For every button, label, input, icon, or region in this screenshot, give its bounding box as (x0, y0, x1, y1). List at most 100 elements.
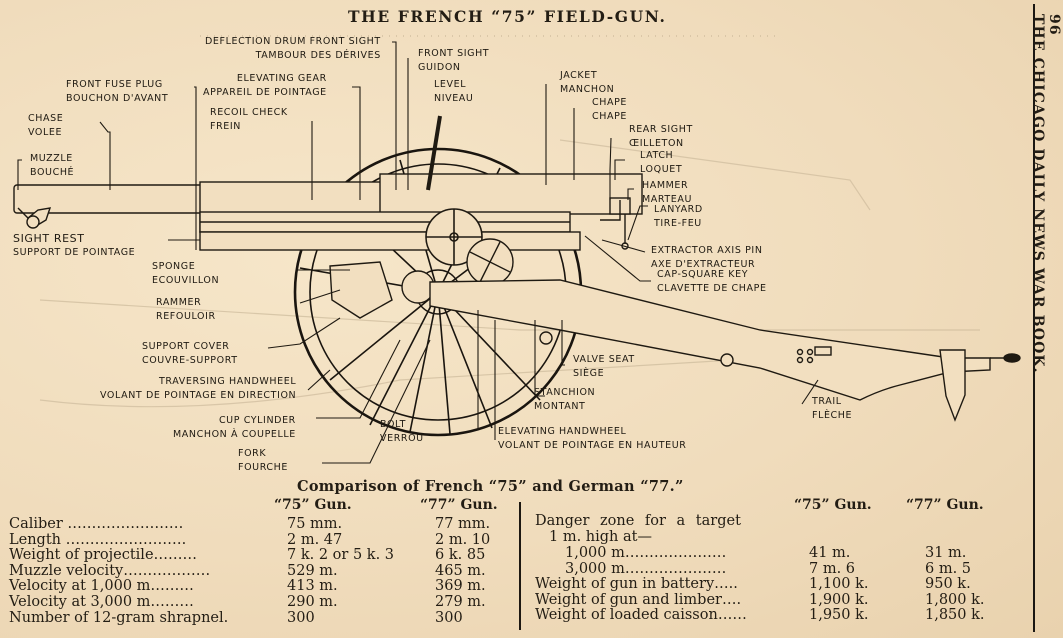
elevating-handwheel (425, 208, 483, 266)
danger-zone-line-2: 1 m. high at— (549, 528, 652, 545)
label-cap-square-key: Cap-square keyClavette de chape (657, 269, 767, 294)
label-level: LevelNiveau (434, 79, 474, 104)
label-trail: TrailFlèche (812, 396, 853, 421)
table-row: Weight of loaded caisson……1,950 k.1,850 … (535, 608, 1015, 624)
value-77: 31 m. (925, 545, 967, 561)
value-75: 1,950 k. (809, 607, 869, 624)
label-jacket: JacketManchon (560, 70, 615, 95)
value-75: 7 k. 2 or 5 k. 3 (287, 547, 395, 564)
leader-lines (17, 41, 819, 464)
sight-rest (17, 207, 52, 229)
table-row: Weight of gun in battery….. 1,100 k. 950 k… (535, 577, 1015, 593)
table-row: Caliber …………………… 75 mm. 77 mm. (9, 516, 514, 533)
label-cup-cylinder: Cup cylinderManchon à coupelle (173, 415, 296, 440)
row-label: Weight of gun and limber…. (535, 591, 742, 608)
comparison-table-right: 1,000 m………………… 41 m. 31 m. 3,000 m………………… 7 … (535, 545, 1015, 624)
trail (429, 279, 1021, 422)
label-chape: ChapeChape (592, 97, 628, 122)
left-header-75: “75” Gun. (274, 497, 352, 513)
row-label: 3,000 m………………… (565, 560, 727, 577)
label-front-sight: Front sightGuidon (418, 48, 490, 73)
label-traversing-handwheel: Traversing handwheelVolant de pointage e… (100, 376, 297, 401)
bleed-through-rifle (39, 139, 980, 408)
spine-rule (1033, 4, 1035, 632)
table-row: Length ……………………. 2 m. 47 2 m. 10 (9, 531, 514, 549)
row-label: Muzzle velocity……………… (9, 562, 211, 579)
label-rammer: RammerRefouloir (156, 297, 216, 322)
danger-zone-intro: Danger zone for a target 1 m. high at— (535, 513, 741, 545)
right-header-75: “75” Gun. (794, 497, 872, 513)
label-front-fuse-plug: Front fuse plugBouchon d'avant (66, 79, 169, 104)
label-sight-rest: Sight restSupport de pointage (13, 232, 136, 258)
value-77: 2 m. 10 (435, 531, 491, 548)
value-75: 1,900 k. (809, 591, 869, 608)
value-77: 6 k. 85 (435, 547, 486, 564)
label-elevating-handwheel: Elevating handwheelVolant de pointage en… (498, 426, 687, 451)
table-row: Number of 12-gram shrapnel. 300 300 (9, 609, 514, 627)
value-77: 77 mm. (435, 516, 491, 532)
row-label: Number of 12-gram shrapnel. (9, 609, 229, 626)
value-75: 41 m. (809, 545, 851, 561)
value-77: 950 k. (925, 576, 971, 593)
label-latch: LatchLoquet (640, 150, 683, 175)
table-row: Weight of gun and limber…. 1,900 k. 1,800 … (535, 591, 1015, 609)
left-header-77: “77” Gun. (420, 497, 498, 513)
label-chase: ChaseVolee (28, 113, 64, 138)
label-fork: ForkFourche (238, 448, 289, 473)
running-head: 96 THE CHICAGO DAILY NEWS WAR BOOK. (1030, 14, 1062, 624)
field-gun-drawing (13, 35, 1021, 464)
row-label: Weight of projectile……… (9, 547, 198, 564)
value-75: 413 m. (287, 578, 338, 595)
table-row: Muzzle velocity……………… 529 m. 465 m. (9, 562, 514, 580)
row-label: Velocity at 1,000 m……… (9, 578, 194, 595)
value-75: 2 m. 47 (287, 531, 343, 548)
value-75: 529 m. (287, 562, 338, 579)
label-stanchion: StanchionMontant (534, 387, 596, 412)
running-head-text: THE CHICAGO DAILY NEWS WAR BOOK. (1030, 14, 1046, 374)
label-elevating-gear: Elevating gearAppareil de pointage (203, 73, 327, 98)
value-75: 1,100 k. (809, 576, 869, 593)
bleed-through-text (700, 22, 704, 37)
value-75: 7 m. 6 (809, 560, 856, 577)
table-row: Velocity at 1,000 m……… 413 m. 369 m. (9, 579, 514, 595)
row-label: 1,000 m………………… (565, 545, 727, 561)
value-77: 300 (435, 609, 463, 626)
row-label: Length ……………………. (9, 531, 187, 548)
table-row: Velocity at 3,000 m……… 290 m. 279 m. (9, 593, 514, 611)
value-75: 300 (287, 609, 315, 626)
comparison-table-left: Caliber ……………………75 mm.77 mm.Length ……………… (9, 516, 514, 627)
label-hammer: HammerMarteau (642, 180, 693, 205)
value-77: 1,800 k. (925, 591, 985, 608)
table-row: Weight of projectile……… 7 k. 2 or 5 k. 3 6… (9, 548, 514, 564)
row-label: Caliber …………………… (9, 516, 184, 532)
table-row: 1,000 m………………… 41 m. 31 m. (535, 545, 1015, 562)
label-deflection-drum: Deflection drum front sightTambour des d… (205, 36, 381, 61)
table-row: 3,000 m………………… 7 m. 6 6 m. 5 (535, 560, 1015, 578)
label-valve-seat: Valve seatSiège (573, 354, 635, 379)
label-muzzle: MuzzleBouché (30, 153, 75, 178)
label-extractor-axis-pin: Extractor axis pinAxe d'extracteur (651, 245, 763, 270)
value-75: 75 mm. (287, 516, 343, 532)
front-sight-post (426, 115, 442, 191)
label-lanyard: LanyardTire-feu (654, 204, 703, 229)
row-label: Weight of gun in battery….. (535, 576, 738, 593)
column-divider (519, 502, 521, 630)
page-title: THE FRENCH “75” FIELD-GUN. (348, 7, 667, 26)
row-label: Velocity at 3,000 m……… (9, 593, 194, 610)
value-75: 290 m. (287, 593, 338, 610)
traversing-handwheel (466, 238, 514, 286)
value-77: 465 m. (435, 562, 486, 579)
barrel (13, 173, 643, 251)
label-sponge: SpongeEcouvillon (152, 261, 220, 286)
value-77: 369 m. (435, 578, 486, 595)
value-77: 1,850 k. (925, 607, 985, 624)
value-77: 279 m. (435, 593, 486, 610)
page-number: 96 (1046, 14, 1062, 36)
label-recoil-check: Recoil checkFrein (210, 107, 288, 132)
cradle (329, 261, 435, 319)
label-rear-sight: Rear sightŒilleton (629, 124, 693, 149)
comparison-title: Comparison of French “75” and German “77… (297, 478, 684, 495)
breech (600, 197, 631, 250)
label-support-cover: Support coverCouvre-support (142, 341, 238, 366)
value-77: 6 m. 5 (925, 560, 972, 577)
